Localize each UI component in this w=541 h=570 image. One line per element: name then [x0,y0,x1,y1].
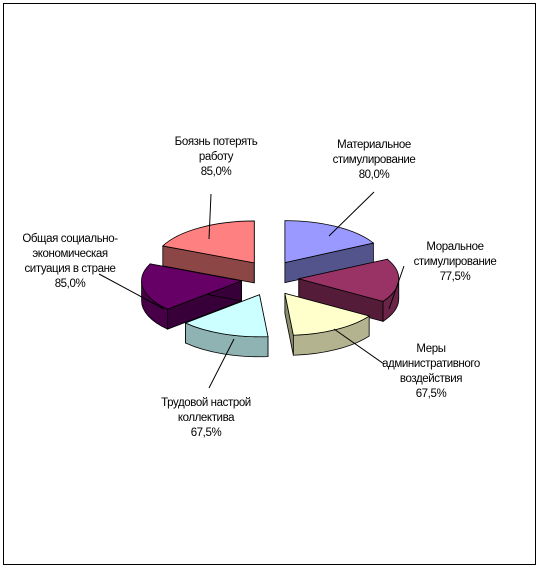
pie-chart [98,191,405,389]
slice-value-label: 67,5% [190,427,222,439]
slice-label-administrative: Меры административного воздействия 67,5% [366,342,496,402]
pie-slice-top [141,263,244,310]
leader-line [333,328,385,365]
slice-label-line: Моральное [426,241,484,253]
slice-label-line: Меры [416,343,446,355]
leader-line [98,273,165,310]
leader-line [208,193,212,240]
slice-label-line: ситуация в стране [24,263,116,275]
leader-line [388,265,405,310]
slice-label-line: административного [382,358,480,370]
slice-label-line: стимулирование [413,256,497,268]
pie-slice-top [161,220,255,264]
pie-slice-top [184,294,269,338]
slice-label-line: Материальное [337,139,411,151]
slice-label-line: Общая социально- [22,233,118,245]
leader-line [208,338,235,389]
chart-frame: Боязнь потерять работу 85,0% Материально… [3,3,536,565]
pie-slice-moral [298,258,400,323]
slice-label-line: коллектива [177,412,235,424]
slice-value-label: 85,0% [54,278,86,290]
leader-line [328,191,375,237]
slice-label-line: воздействия [399,373,463,385]
pie-slice-administrative [284,292,371,356]
slice-label-fear-job-loss: Боязнь потерять работу 85,0% [151,135,281,180]
slice-value-label: 77,5% [439,271,471,283]
slice-label-line: работу [198,151,234,163]
slice-label-team-spirit: Трудовой настрой коллектива 67,5% [141,396,271,441]
slice-label-moral: Моральное стимулирование 77,5% [390,240,520,285]
pie-slice-top [284,292,371,336]
pie-slice-top [284,220,375,264]
pie-slice-team-spirit [184,294,269,358]
slice-label-line: Трудовой настрой [161,397,251,409]
pie-slice-material [284,220,375,284]
slice-value-label: 80,0% [358,169,390,181]
slice-label-economic-situation: Общая социально- экономическая ситуация … [5,232,135,292]
slice-label-line: стимулирование [332,154,416,166]
slice-value-label: 85,0% [200,166,232,178]
slice-label-material: Материальное стимулирование 80,0% [309,138,439,183]
slice-label-line: экономическая [32,248,108,260]
slice-label-line: Боязнь потерять [174,136,258,148]
slice-value-label: 67,5% [415,388,447,400]
pie-slice-economic-situation [141,263,244,330]
